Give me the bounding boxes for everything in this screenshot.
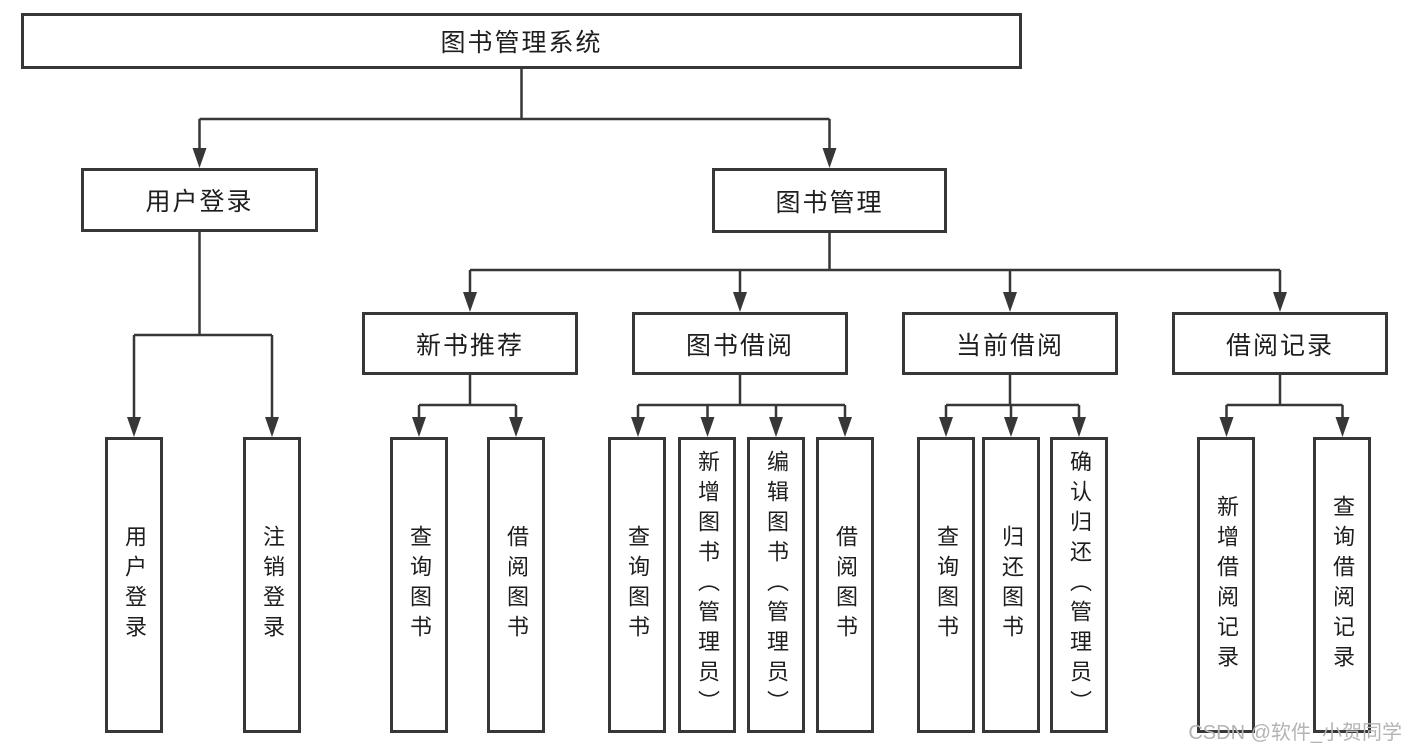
leaf-borrow-books-recommend: 借阅图书 [487,437,545,733]
leaf-query-books-borrow-label: 查询图书 [625,525,650,645]
node-root: 图书管理系统 [21,13,1022,69]
leaf-return-books: 归还图书 [982,437,1040,733]
leaf-borrow-books-recommend-label: 借阅图书 [504,525,529,645]
leaf-add-books-admin: 新增图书（管理员） [678,437,736,733]
node-user-login: 用户登录 [81,168,318,232]
node-book-borrow: 图书借阅 [632,312,848,375]
node-new-book-recommend: 新书推荐 [362,312,578,375]
leaf-logout-login: 注销登录 [243,437,301,733]
leaf-add-books-admin-label: 新增图书（管理员） [695,450,720,720]
leaf-user-login: 用户登录 [105,437,163,733]
leaf-query-books-recommend-label: 查询图书 [407,525,432,645]
leaf-query-borrow-record-label: 查询借阅记录 [1330,495,1355,675]
node-book-borrow-label: 图书借阅 [685,331,794,360]
leaf-edit-books-admin-label: 编辑图书（管理员） [764,450,789,720]
leaf-query-books-recommend: 查询图书 [390,437,448,733]
leaf-query-books-current-label: 查询图书 [934,525,959,645]
node-book-management: 图书管理 [712,168,947,233]
leaf-borrow-books: 借阅图书 [816,437,874,733]
leaf-add-borrow-record: 新增借阅记录 [1197,437,1255,733]
csdn-watermark: CSDN @软件_小贺同学 [1188,722,1402,744]
leaf-edit-books-admin: 编辑图书（管理员） [747,437,805,733]
leaf-return-books-label: 归还图书 [999,525,1024,645]
leaf-confirm-return-admin-label: 确认归还（管理员） [1067,450,1092,720]
leaf-confirm-return-admin: 确认归还（管理员） [1050,437,1108,733]
leaf-borrow-books-label: 借阅图书 [833,525,858,645]
node-current-borrow-label: 当前借阅 [955,331,1064,360]
node-user-login-label: 用户登录 [145,188,254,216]
node-borrow-records: 借阅记录 [1172,312,1388,375]
leaf-add-borrow-record-label: 新增借阅记录 [1214,495,1239,675]
leaf-user-login-label: 用户登录 [122,525,147,645]
leaf-query-books-current: 查询图书 [917,437,975,733]
leaf-logout-login-label: 注销登录 [260,525,285,645]
node-new-book-recommend-label: 新书推荐 [415,331,524,360]
leaf-query-books-borrow: 查询图书 [608,437,666,733]
node-root-label: 图书管理系统 [440,29,603,57]
leaf-query-borrow-record: 查询借阅记录 [1313,437,1371,733]
node-book-management-label: 图书管理 [775,188,884,217]
node-borrow-records-label: 借阅记录 [1225,331,1334,360]
node-current-borrow: 当前借阅 [902,312,1118,375]
